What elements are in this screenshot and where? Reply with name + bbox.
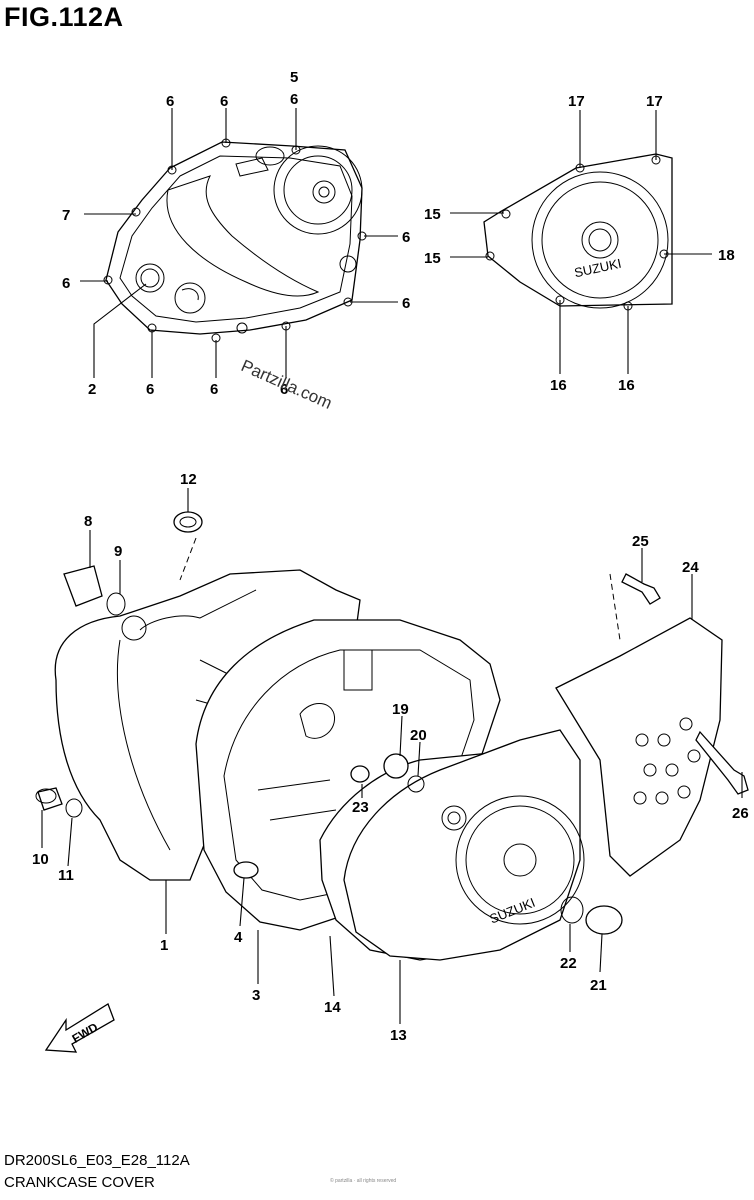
callout-7: 7: [62, 207, 70, 224]
callout-2: 2: [88, 381, 96, 398]
callout-5: 5: [290, 69, 298, 86]
callout-8: 8: [84, 513, 92, 530]
callout-12: 12: [180, 471, 197, 488]
callout-16: 16: [550, 377, 567, 394]
callout-26: 26: [732, 805, 749, 822]
forward-direction-arrow: FWD: [44, 1003, 115, 1053]
callout-6: 6: [62, 275, 70, 292]
callout-17: 17: [568, 93, 585, 110]
part-callouts: 5 6 6 6 7 6 6 6 2 6 6 6 17 17 15 15 18 1…: [32, 69, 749, 1044]
callout-6: 6: [402, 229, 410, 246]
figure-title: FIG.112A: [4, 2, 124, 32]
callout-11: 11: [58, 867, 74, 884]
fine-print: © partzilla · all rights reserved: [330, 1178, 397, 1184]
callout-3: 3: [252, 987, 260, 1004]
callout-13: 13: [390, 1027, 407, 1044]
callout-4: 4: [234, 929, 243, 946]
callout-15: 15: [424, 250, 441, 267]
callout-6: 6: [290, 91, 298, 108]
callout-20: 20: [410, 727, 427, 744]
callout-6: 6: [220, 93, 228, 110]
callout-17: 17: [646, 93, 663, 110]
figure-code: DR200SL6_E03_E28_112A: [4, 1152, 190, 1169]
callout-24: 24: [682, 559, 699, 576]
callout-1: 1: [160, 937, 168, 954]
clutch-cover-top: [103, 138, 367, 343]
callout-16: 16: [618, 377, 635, 394]
callout-6: 6: [166, 93, 174, 110]
figure-name: CRANKCASE COVER: [4, 1174, 155, 1191]
magneto-cover-top: SUZUKI: [483, 153, 673, 311]
callout-19: 19: [392, 701, 409, 718]
callout-22: 22: [560, 955, 577, 972]
callout-6: 6: [402, 295, 410, 312]
callout-6: 6: [210, 381, 218, 398]
crankcase-assembly: SUZUKI: [35, 511, 749, 961]
leader-lines: [41, 108, 743, 1024]
callout-21: 21: [590, 977, 607, 994]
callout-10: 10: [32, 851, 49, 868]
callout-14: 14: [324, 999, 341, 1016]
callout-18: 18: [718, 247, 735, 264]
callout-6: 6: [280, 381, 288, 398]
callout-9: 9: [114, 543, 122, 560]
callout-6: 6: [146, 381, 154, 398]
callout-25: 25: [632, 533, 649, 550]
callout-23: 23: [352, 799, 369, 816]
callout-15: 15: [424, 206, 441, 223]
